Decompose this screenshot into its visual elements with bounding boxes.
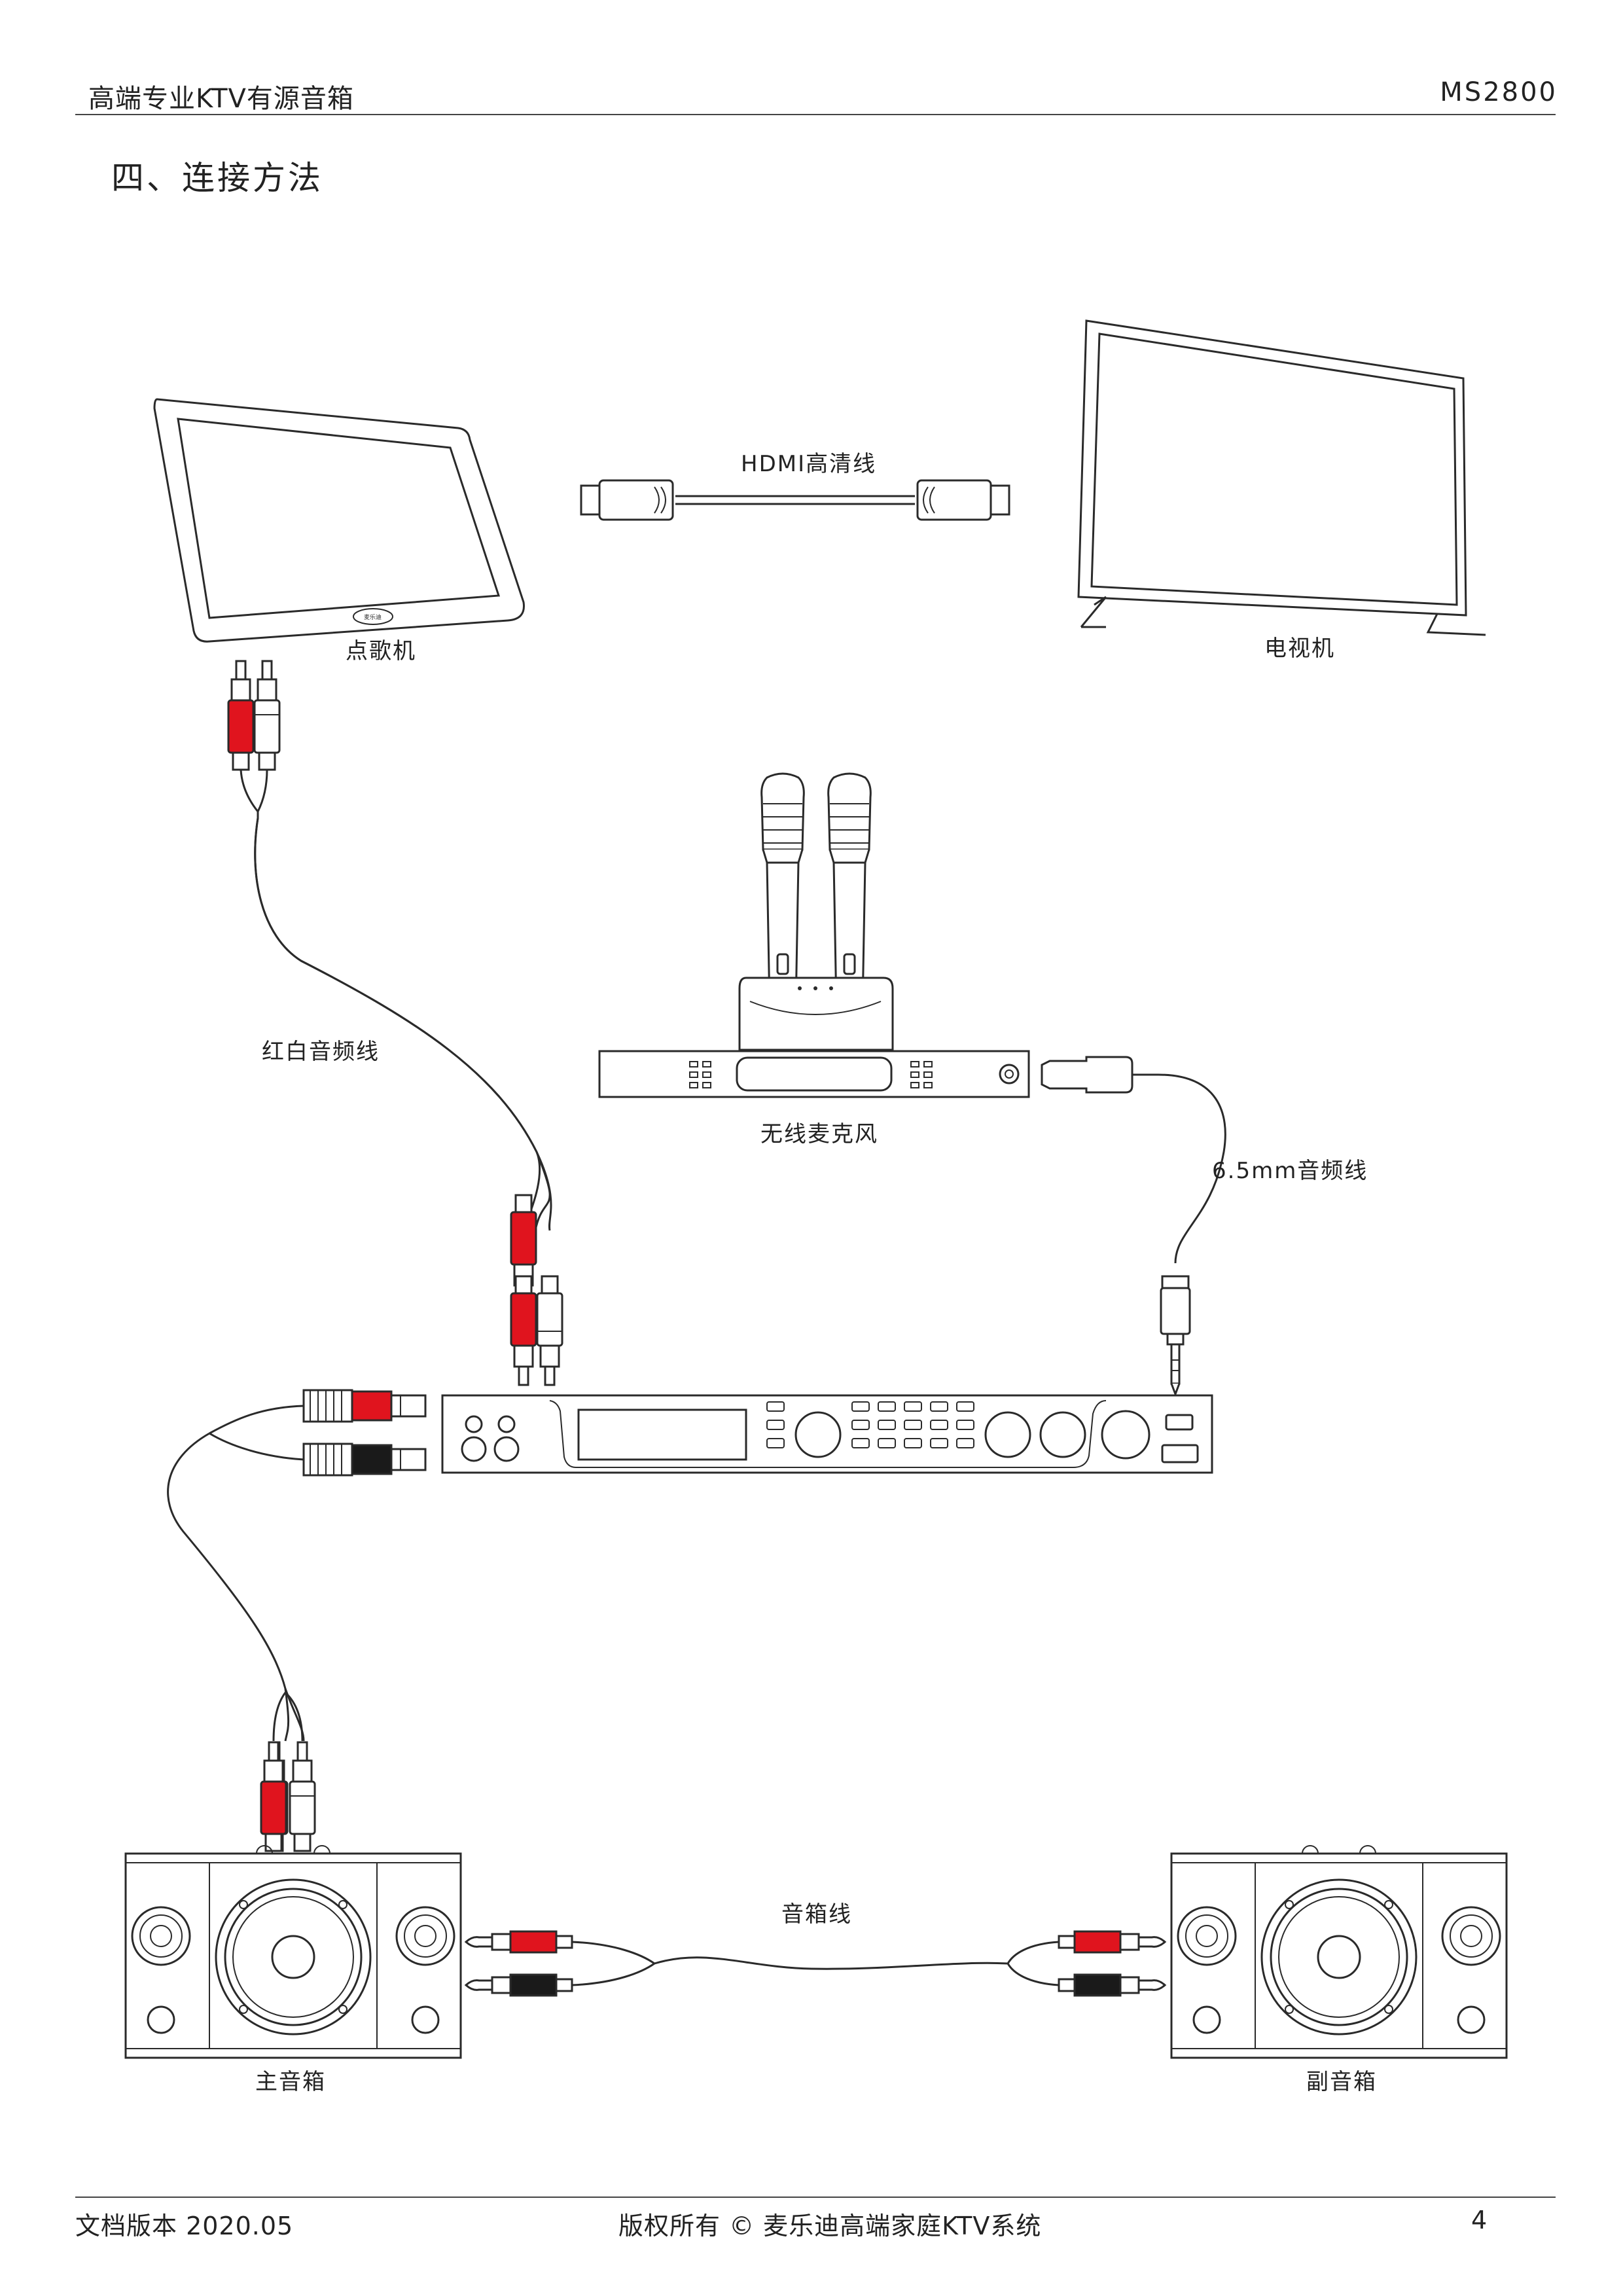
sub-speaker: [1170, 1844, 1508, 2059]
footer-version: 文档版本 2020.05: [75, 2212, 294, 2240]
rca-plugs-speaker: [260, 1691, 316, 1852]
jack-cable: [1041, 1056, 1226, 1395]
rca-cable: [227, 660, 552, 1305]
jukebox-label: 点歌机: [346, 638, 416, 664]
speaker-cable: [465, 1930, 1166, 1997]
rca-cable-label: 红白音频线: [262, 1039, 380, 1065]
sub-speaker-label: 副音箱: [1306, 2069, 1377, 2095]
tv-device: [1077, 319, 1486, 636]
header-title: 高端专业KTV有源音箱: [88, 84, 354, 114]
rca-plugs-mixer: [510, 1275, 563, 1386]
footer-page-number: 4: [1471, 2206, 1488, 2234]
jack-cable-label: 6.5mm音频线: [1212, 1158, 1368, 1184]
footer-copyright: 版权所有 © 麦乐迪高端家庭KTV系统: [618, 2212, 1042, 2240]
main-speaker-label: 主音箱: [255, 2069, 326, 2095]
tv-label: 电视机: [1264, 636, 1335, 662]
main-speaker: [124, 1844, 462, 2059]
footer-rule: [75, 2197, 1556, 2198]
speaker-cable-label: 音箱线: [781, 1901, 852, 1928]
jukebox-brand-logo: 麦乐迪: [364, 613, 382, 621]
wireless-mic-label: 无线麦克风: [760, 1121, 878, 1147]
header-model: MS2800: [1440, 77, 1558, 107]
section-title: 四、连接方法: [111, 159, 323, 197]
header-rule: [75, 114, 1556, 115]
hdmi-cable: [580, 479, 1010, 521]
ktv-mixer-unit: [441, 1394, 1213, 1474]
jukebox-device: 麦乐迪: [153, 398, 525, 643]
hdmi-cable-label: HDMI高清线: [741, 451, 876, 477]
wireless-mic-device: [598, 772, 1030, 1098]
